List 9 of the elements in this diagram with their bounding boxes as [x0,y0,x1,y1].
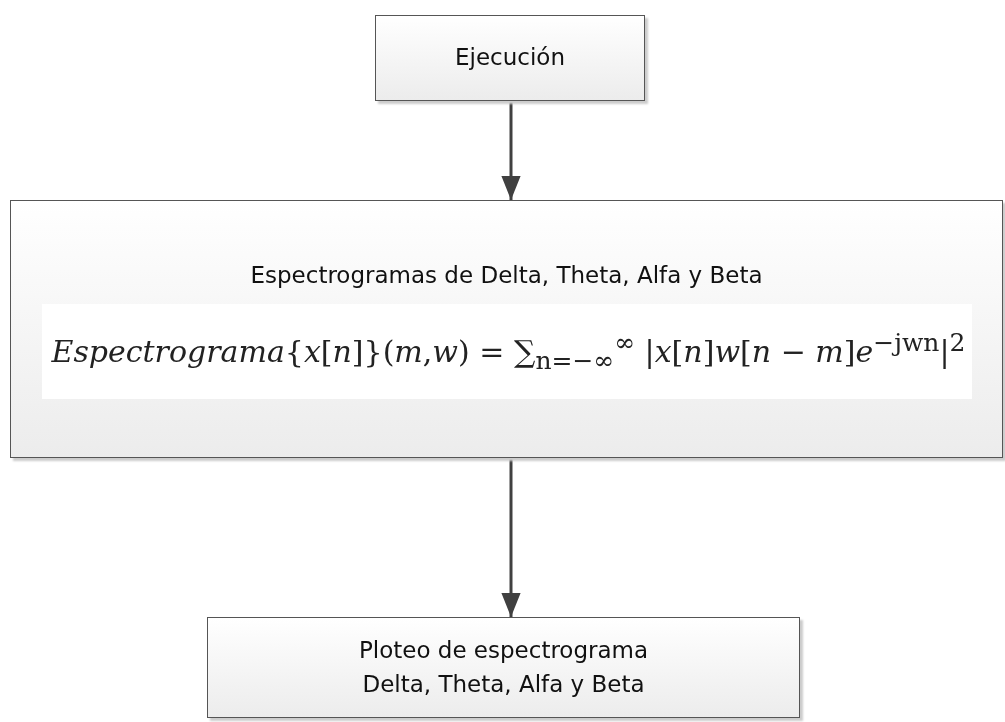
formula-text: Espectrograma{x[n]}(m,w) = ∑$_{n=−∞}$$^{∞}$ |x[n]w[n − m]e$^{−jwn}$|$^{2}$ [41,304,972,400]
arrow [501,101,521,200]
arrow [501,458,521,617]
process-box [10,200,1003,458]
box-heading: Espectrogramas de Delta, Theta, Alfa y Beta [250,260,763,290]
box-label: Ejecución [455,43,565,73]
process-box [207,617,800,718]
process-box [375,15,645,101]
box-label: Ploteo de espectrograma Delta, Theta, Alfa y Beta [357,636,650,699]
